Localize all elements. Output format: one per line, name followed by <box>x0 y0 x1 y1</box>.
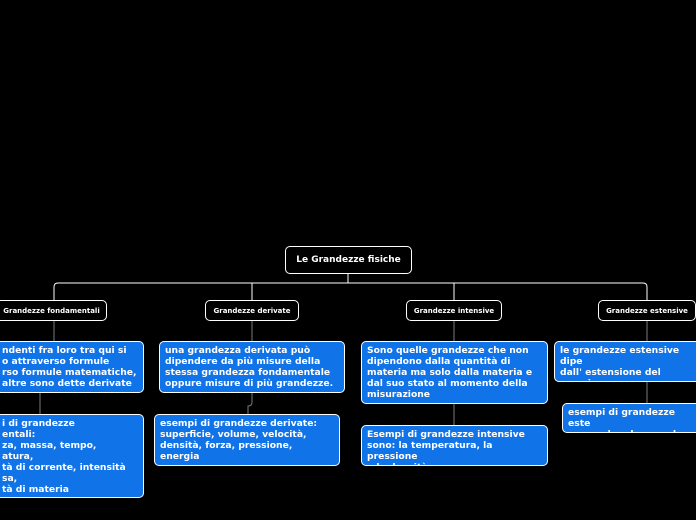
subtopic-estensive-definition[interactable]: le grandezze estensive dipe dall' estens… <box>554 341 696 382</box>
subtopic-derivate-examples[interactable]: esempi di grandezze derivate: superficie… <box>154 414 340 466</box>
topic-label: Grandezze fondamentali <box>3 306 100 315</box>
topic-label: Grandezze estensive <box>606 306 688 315</box>
topic-label: Grandezze derivate <box>213 306 291 315</box>
topic-grandezze-fondamentali[interactable]: Grandezze fondamentali <box>0 300 107 321</box>
subtopic-derivate-definition[interactable]: una grandezza derivata può dipendere da … <box>159 341 345 393</box>
topic-grandezze-derivate[interactable]: Grandezze derivate <box>205 300 299 321</box>
subtopic-fondamentali-examples[interactable]: i di grandezze entali: za, massa, tempo,… <box>0 414 144 498</box>
subtopic-intensive-definition[interactable]: Sono quelle grandezze che non dipendono … <box>361 341 548 404</box>
topic-grandezze-estensive[interactable]: Grandezze estensive <box>598 300 696 321</box>
child-connector-6 <box>247 392 253 414</box>
topic-bus-line <box>53 282 648 300</box>
topic-grandezze-intensive[interactable]: Grandezze intensive <box>406 300 502 321</box>
topic-label: Grandezze intensive <box>413 306 495 315</box>
subtopic-fondamentali-definition[interactable]: ndenti fra loro tra qui si o attraverso … <box>0 341 144 393</box>
root-topic-label: Le Grandezze fisiche <box>296 255 401 265</box>
subtopic-intensive-examples[interactable]: Esempi di grandezze intensive sono: la t… <box>361 425 548 466</box>
root-topic[interactable]: Le Grandezze fisiche <box>285 246 412 274</box>
subtopic-estensive-examples[interactable]: esempi di grandezze este massa, lunghezz… <box>562 403 696 433</box>
